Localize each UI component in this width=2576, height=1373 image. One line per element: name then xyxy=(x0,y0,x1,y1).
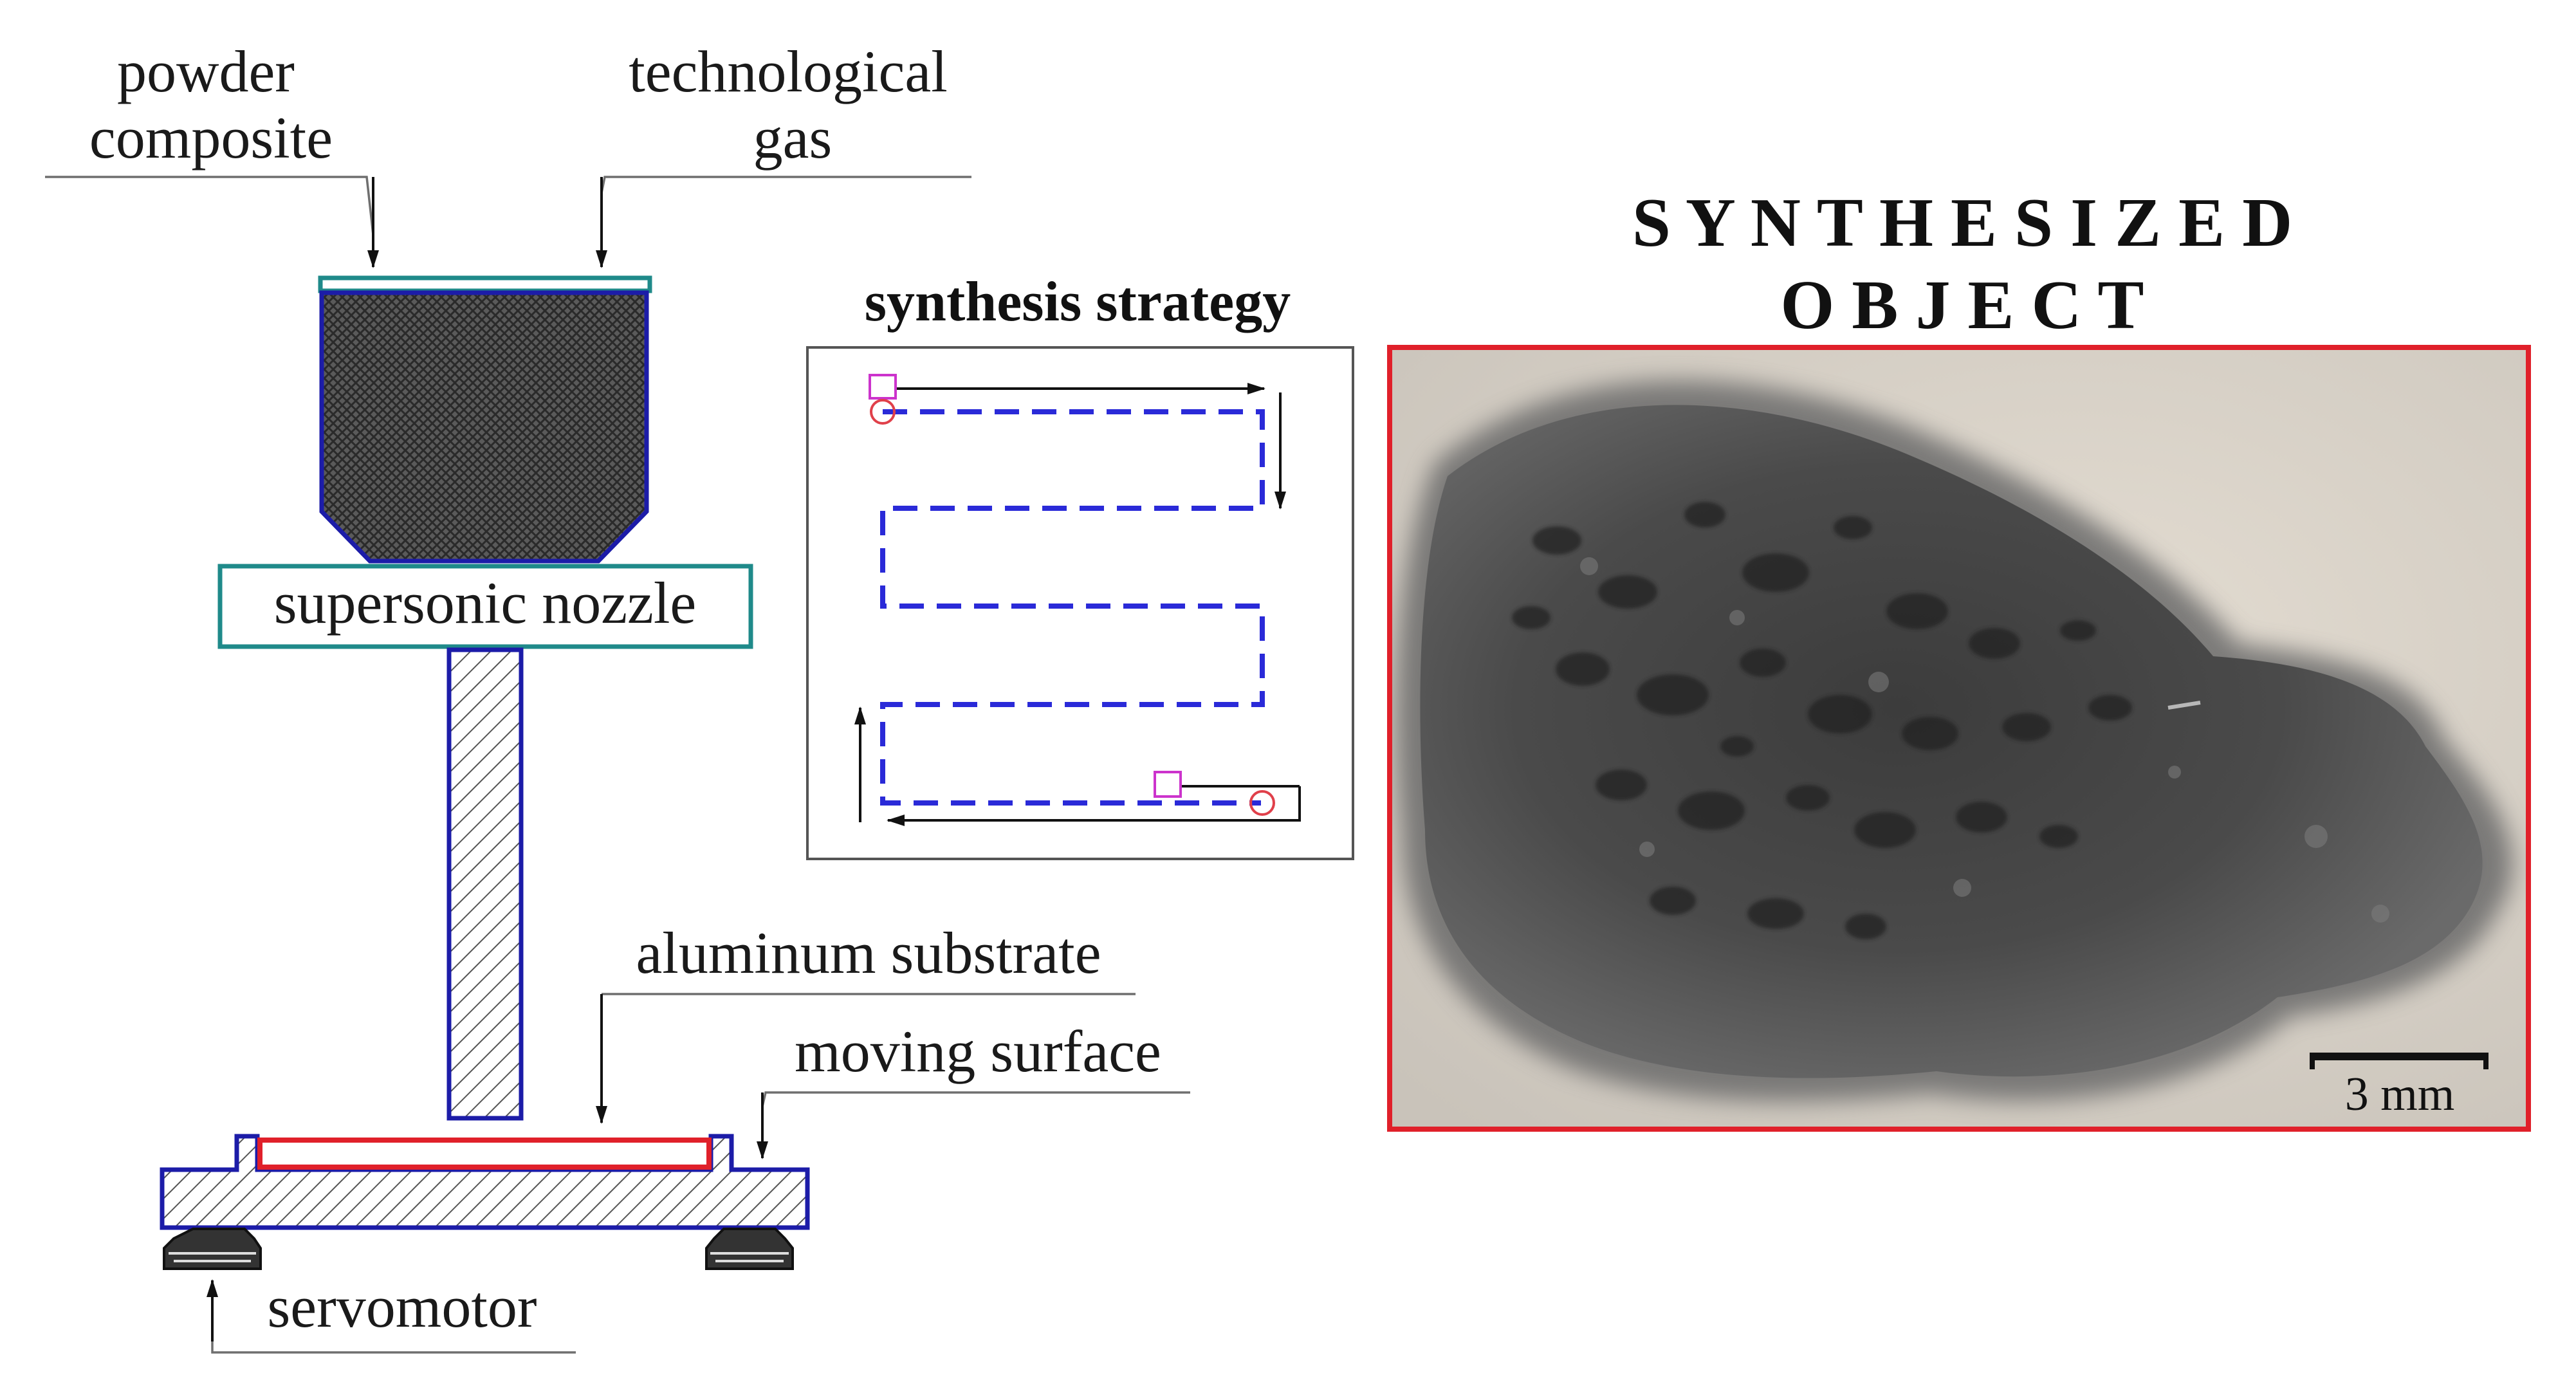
supersonic-nozzle-label: supersonic nozzle xyxy=(274,570,697,636)
scale-bar-label: 3 mm xyxy=(2345,1068,2455,1121)
powder-composite-label-line2: composite xyxy=(89,105,333,170)
powder-composite-label-line1: powder xyxy=(117,39,295,104)
aluminum-substrate-plate xyxy=(257,1138,712,1170)
end-circle-marker xyxy=(1249,790,1275,816)
start-circle-marker xyxy=(870,399,896,425)
photo-title-line2: O B J E C T xyxy=(1780,267,2144,344)
servomotor-foot-right xyxy=(705,1228,794,1270)
photo-frame xyxy=(1387,345,2531,1132)
moving-surface-leader xyxy=(761,1091,1190,1107)
strategy-direction-arrow-bottom xyxy=(887,786,1301,826)
strategy-panel xyxy=(806,346,1354,860)
servomotor-label: servomotor xyxy=(267,1274,537,1340)
technological-gas-leader xyxy=(600,176,971,194)
strategy-title: synthesis strategy xyxy=(865,271,1291,333)
scale-bar xyxy=(2310,1053,2489,1060)
end-square-marker xyxy=(1154,771,1182,798)
nozzle-barrel xyxy=(446,647,524,1121)
powder-hopper xyxy=(319,290,649,564)
aluminum-substrate-label: aluminum substrate xyxy=(636,920,1101,986)
scale-bar-tick-left xyxy=(2310,1053,2315,1069)
scale-bar-tick-right xyxy=(2483,1053,2489,1069)
moving-table xyxy=(160,1134,810,1230)
synthesized-object-photo: 3 mm xyxy=(1390,347,2528,1129)
technological-gas-label-line2: gas xyxy=(753,105,833,170)
technological-gas-label-line1: technological xyxy=(629,39,948,104)
start-square-marker xyxy=(869,374,897,400)
gas-inlet-plate xyxy=(318,275,652,293)
moving-surface-label: moving surface xyxy=(795,1018,1161,1084)
servomotor-foot-left xyxy=(163,1228,262,1270)
powder-composite-leader xyxy=(45,176,374,235)
synthesis-path xyxy=(880,409,1265,806)
photo-title-line1: S Y N T H E S I Z E D xyxy=(1632,185,2292,261)
servomotor-leader xyxy=(211,1338,576,1354)
supersonic-nozzle-box xyxy=(217,564,753,649)
